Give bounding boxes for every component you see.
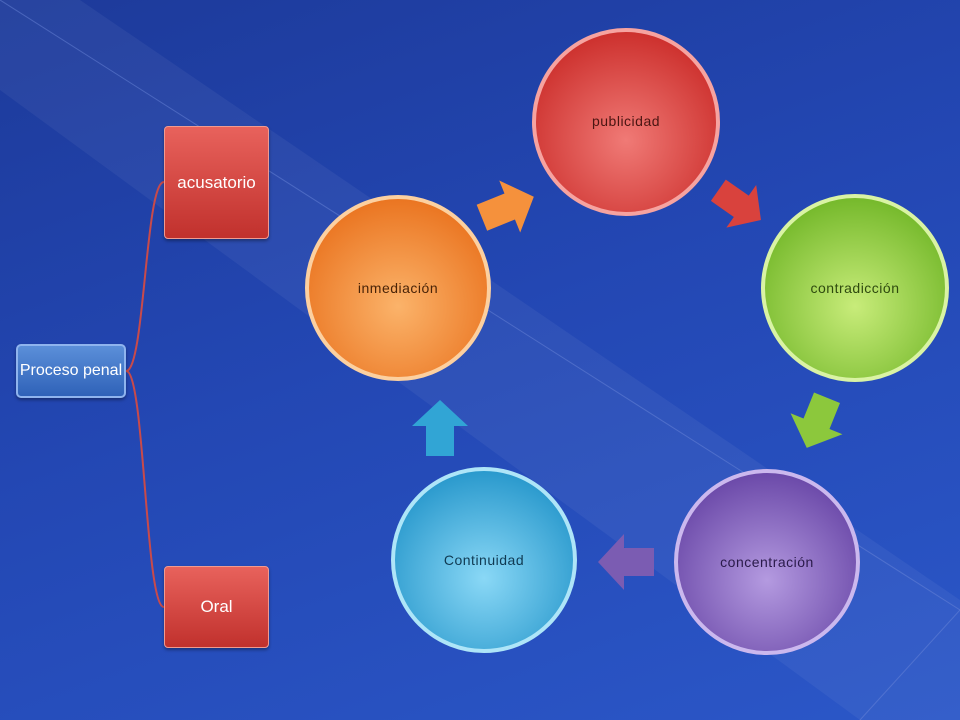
label-continuidad: Continuidad: [443, 552, 525, 568]
circle-concentracion: [674, 469, 860, 655]
tree-root-label: Proceso penal: [19, 362, 123, 379]
arrow-concentracion-to-continuidad: [598, 534, 654, 590]
background-corner-line: [859, 609, 960, 720]
connector-acusatorio: [125, 181, 165, 372]
arrow-contradiccion-to-concentracion: [790, 392, 843, 448]
arrow-continuidad-to-inmediacion: [412, 400, 468, 456]
circle-publicidad: [532, 28, 720, 216]
label-inmediacion: inmediación: [357, 280, 439, 296]
circle-continuidad: [391, 467, 577, 653]
label-contradiccion: contradicción: [810, 280, 900, 296]
label-publicidad: publicidad: [591, 113, 661, 129]
tree-child-oral: Oral: [164, 566, 269, 648]
tree-root-box: Proceso penal: [16, 344, 126, 398]
circle-inmediacion: [305, 195, 491, 381]
tree-child-label: Oral: [200, 597, 233, 616]
label-concentracion: concentración: [720, 554, 814, 570]
arrow-publicidad-to-contradiccion: [710, 179, 761, 228]
circle-contradiccion: [761, 194, 949, 382]
arrow-inmediacion-to-publicidad: [476, 180, 534, 233]
connector-oral: [125, 370, 165, 608]
tree-child-acusatorio: acusatorio: [164, 126, 269, 239]
tree-child-label: acusatorio: [177, 172, 256, 192]
